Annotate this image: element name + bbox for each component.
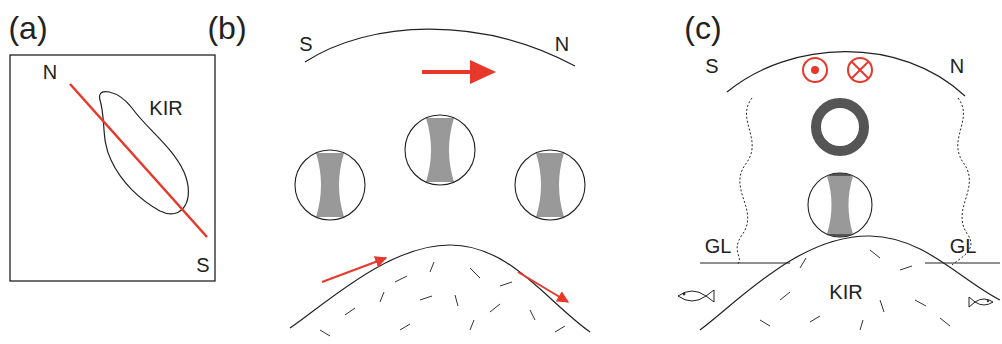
compass-label: N [43,62,57,82]
region-label: KIR [829,282,862,302]
bed-surface [700,236,1000,330]
basal-flow-arrow [518,272,568,302]
panel-label: (b) [207,12,246,44]
basal-flow-arrow [322,258,386,282]
gl-label: GL [705,236,732,256]
ice-surface [305,29,575,66]
compass-label: N [950,56,964,76]
panel-label: (a) [8,12,47,44]
grounding-line [700,262,790,263]
region-label: KIR [149,98,182,118]
bed-surface [290,245,590,332]
fabric-circle [295,115,585,220]
fabric-circle [808,173,872,237]
shear-margin [737,98,752,265]
compass-label: N [555,34,569,54]
panel-label: (c) [684,12,721,44]
girdle-ring [816,103,864,151]
compass-label: S [705,56,718,76]
ice-surface [727,52,965,96]
rock-hatch [320,262,565,336]
grounding-line [925,262,1000,263]
kir-outline [100,92,189,214]
flow-arrow [422,60,496,84]
flow-symbols [803,58,872,82]
compass-label: S [196,255,209,275]
profile-line [70,84,207,237]
map-frame [10,55,215,281]
compass-label: S [299,34,312,54]
rock-hatch [760,250,950,330]
gl-label: GL [950,236,977,256]
